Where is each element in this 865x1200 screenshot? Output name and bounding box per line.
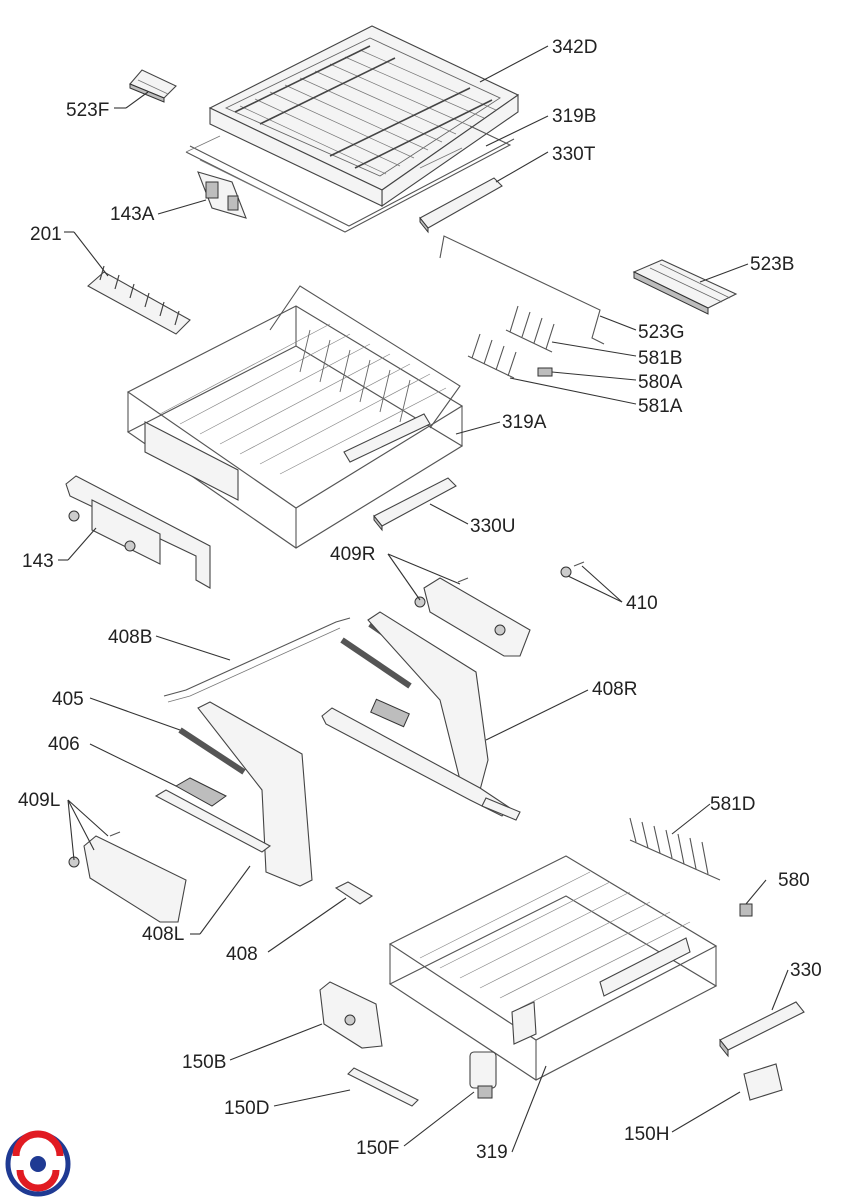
tray-piece-523B [632, 259, 738, 315]
label-330T: 330T [552, 144, 596, 165]
label-580A: 580A [638, 372, 683, 393]
label-319B: 319B [552, 106, 596, 127]
bracket-143 [65, 475, 211, 589]
clip-part-523F [129, 69, 177, 103]
label-150F: 150F [356, 1138, 399, 1159]
label-523F: 523F [66, 100, 109, 121]
tine-strip-201 [87, 265, 191, 335]
handle-150H [743, 1063, 783, 1101]
trim-bar-330U [373, 477, 457, 532]
label-319: 319 [476, 1142, 508, 1163]
label-150B: 150B [182, 1052, 226, 1073]
label-342D: 342D [552, 37, 597, 58]
stop-408 [334, 881, 374, 905]
bracket-143A [197, 171, 247, 219]
tine-rack-581D [629, 817, 721, 881]
cutlery-tray-342D [208, 25, 520, 208]
slide-150D [347, 1067, 419, 1107]
label-581B: 581B [638, 348, 682, 369]
tine-set-581B [505, 305, 555, 353]
bracket-409L [68, 831, 187, 923]
gas-spring-405 [178, 727, 246, 775]
label-150H: 150H [624, 1124, 669, 1145]
rod-408B [163, 617, 351, 703]
clip-580A [537, 367, 553, 377]
tine-set-581A [467, 333, 517, 379]
label-201: 201 [30, 224, 62, 245]
label-580: 580 [778, 870, 810, 891]
label-406: 406 [48, 734, 80, 755]
label-408R: 408R [592, 679, 637, 700]
leader-lines [58, 45, 789, 1153]
label-408: 408 [226, 944, 258, 965]
label-143: 143 [22, 551, 54, 572]
label-408B: 408B [108, 627, 152, 648]
trim-bar-330 [719, 1001, 805, 1058]
label-150D: 150D [224, 1098, 269, 1119]
label-581A: 581A [638, 396, 683, 417]
label-410: 410 [626, 593, 658, 614]
rail-frame-319B [185, 125, 515, 233]
bracket-409R [414, 577, 531, 657]
wire-523G [439, 235, 605, 345]
part-labels: 342D 523F 319B 330T 143A 201 523B 523G 5… [18, 37, 822, 1163]
label-409L: 409L [18, 790, 60, 811]
hinge-block-150B [319, 981, 383, 1049]
screw-set-410 [560, 561, 585, 578]
label-523G: 523G [638, 322, 684, 343]
arm-408R [321, 611, 521, 821]
lower-basket-319 [388, 855, 718, 1081]
label-523B: 523B [750, 254, 794, 275]
trim-bar-330T [419, 177, 503, 234]
label-408L: 408L [142, 924, 184, 945]
label-319A: 319A [502, 412, 547, 433]
label-143A: 143A [110, 204, 155, 225]
brand-swirl-icon [5, 1130, 71, 1197]
label-581D: 581D [710, 794, 755, 815]
clip-406 [174, 777, 227, 807]
label-330U: 330U [470, 516, 515, 537]
label-409R: 409R [330, 544, 375, 565]
label-405: 405 [52, 689, 84, 710]
clip-580 [739, 903, 753, 917]
upper-basket-319A [126, 285, 464, 549]
label-330: 330 [790, 960, 822, 981]
handle-150F [469, 1051, 497, 1099]
arm-408L [154, 701, 313, 887]
